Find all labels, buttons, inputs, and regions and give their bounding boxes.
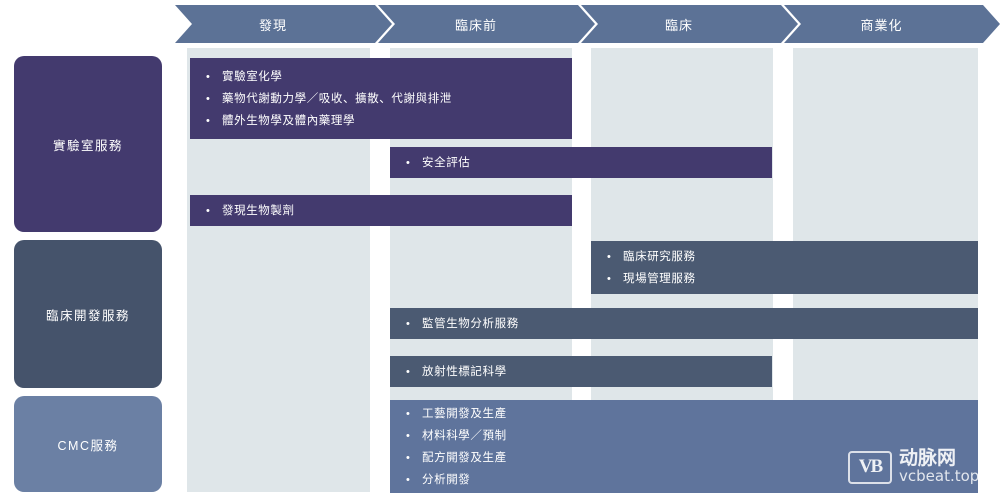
bullet-icon: •: [406, 365, 411, 378]
service-item-label: 體外生物學及體內藥理學: [222, 114, 356, 127]
service-item: • 監管生物分析服務: [406, 313, 978, 335]
service-item-label: 工藝開發及生產: [422, 407, 507, 420]
service-item-label: 分析開發: [422, 473, 471, 486]
category-card-laboratory-services[interactable]: 實驗室服務: [14, 56, 162, 232]
service-item: • 體外生物學及體內藥理學: [206, 110, 572, 132]
bullet-icon: •: [406, 451, 411, 464]
service-item: • 配方開發及生產: [406, 447, 978, 469]
service-item-label: 配方開發及生產: [422, 451, 507, 464]
service-bar-safety-assessment[interactable]: • 安全評估: [390, 147, 772, 178]
service-bar-cmc-group[interactable]: • 工藝開發及生產 • 材料科學／預制 • 配方開發及生產 • 分析開發: [390, 400, 978, 493]
chevron-point-icon: [983, 5, 1000, 43]
bullet-icon: •: [206, 114, 211, 127]
bullet-icon: •: [206, 70, 211, 83]
phase-label: 臨床前: [454, 17, 497, 33]
service-item: • 放射性標記科學: [406, 361, 772, 383]
service-item-label: 藥物代謝動力學／吸收、擴散、代謝與排泄: [222, 92, 452, 105]
service-item: • 藥物代謝動力學／吸收、擴散、代謝與排泄: [206, 88, 572, 110]
service-item: • 安全評估: [406, 152, 772, 174]
phase-label: 發現: [258, 17, 287, 33]
phase-label: 商業化: [860, 17, 903, 33]
service-item: • 分析開發: [406, 469, 978, 491]
category-card-label: 臨床開發服務: [45, 308, 130, 323]
phase-header-2[interactable]: 臨床前: [378, 5, 595, 43]
service-bar-clinical-research-group[interactable]: • 臨床研究服務 • 現場管理服務: [591, 241, 978, 294]
bullet-icon: •: [607, 272, 612, 285]
bullet-icon: •: [206, 92, 211, 105]
service-item: • 實驗室化學: [206, 66, 572, 88]
service-bar-discovery-biologics[interactable]: • 發現生物製劑: [190, 195, 572, 226]
service-item-label: 實驗室化學: [222, 70, 283, 83]
service-item-label: 臨床研究服務: [623, 250, 696, 263]
category-card-clinical-development[interactable]: 臨床開發服務: [14, 240, 162, 388]
service-item: • 臨床研究服務: [607, 246, 978, 268]
service-item: • 現場管理服務: [607, 268, 978, 290]
bullet-icon: •: [607, 250, 612, 263]
service-bar-regulatory-bioanalysis[interactable]: • 監管生物分析服務: [390, 308, 978, 339]
service-item: • 工藝開發及生產: [406, 403, 978, 425]
service-bar-radiolabeled-science[interactable]: • 放射性標記科學: [390, 356, 772, 387]
service-item: • 發現生物製劑: [206, 200, 572, 222]
bullet-icon: •: [406, 156, 411, 169]
phase-header-4[interactable]: 商業化: [784, 5, 1000, 43]
service-item-label: 發現生物製劑: [222, 204, 295, 217]
service-item: • 材料科學／預制: [406, 425, 978, 447]
phase-header-3[interactable]: 臨床: [581, 5, 798, 43]
phase-label: 臨床: [664, 17, 693, 33]
bullet-icon: •: [406, 407, 411, 420]
service-item-label: 放射性標記科學: [422, 365, 507, 378]
category-card-cmc-services[interactable]: CMC服務: [14, 396, 162, 492]
service-item-label: 安全評估: [422, 156, 471, 169]
category-card-label: CMC服務: [57, 438, 119, 453]
service-item-label: 監管生物分析服務: [422, 317, 519, 330]
bullet-icon: •: [406, 429, 411, 442]
bullet-icon: •: [406, 317, 411, 330]
category-card-label: 實驗室服務: [52, 138, 123, 153]
bullet-icon: •: [406, 473, 411, 486]
service-bar-laboratory-chemistry-group[interactable]: • 實驗室化學 • 藥物代謝動力學／吸收、擴散、代謝與排泄 • 體外生物學及體內藥理學: [190, 58, 572, 139]
phase-header-1[interactable]: 發現: [175, 5, 392, 43]
service-item-label: 材料科學／預制: [422, 429, 507, 442]
service-item-label: 現場管理服務: [623, 272, 696, 285]
bullet-icon: •: [206, 204, 211, 217]
